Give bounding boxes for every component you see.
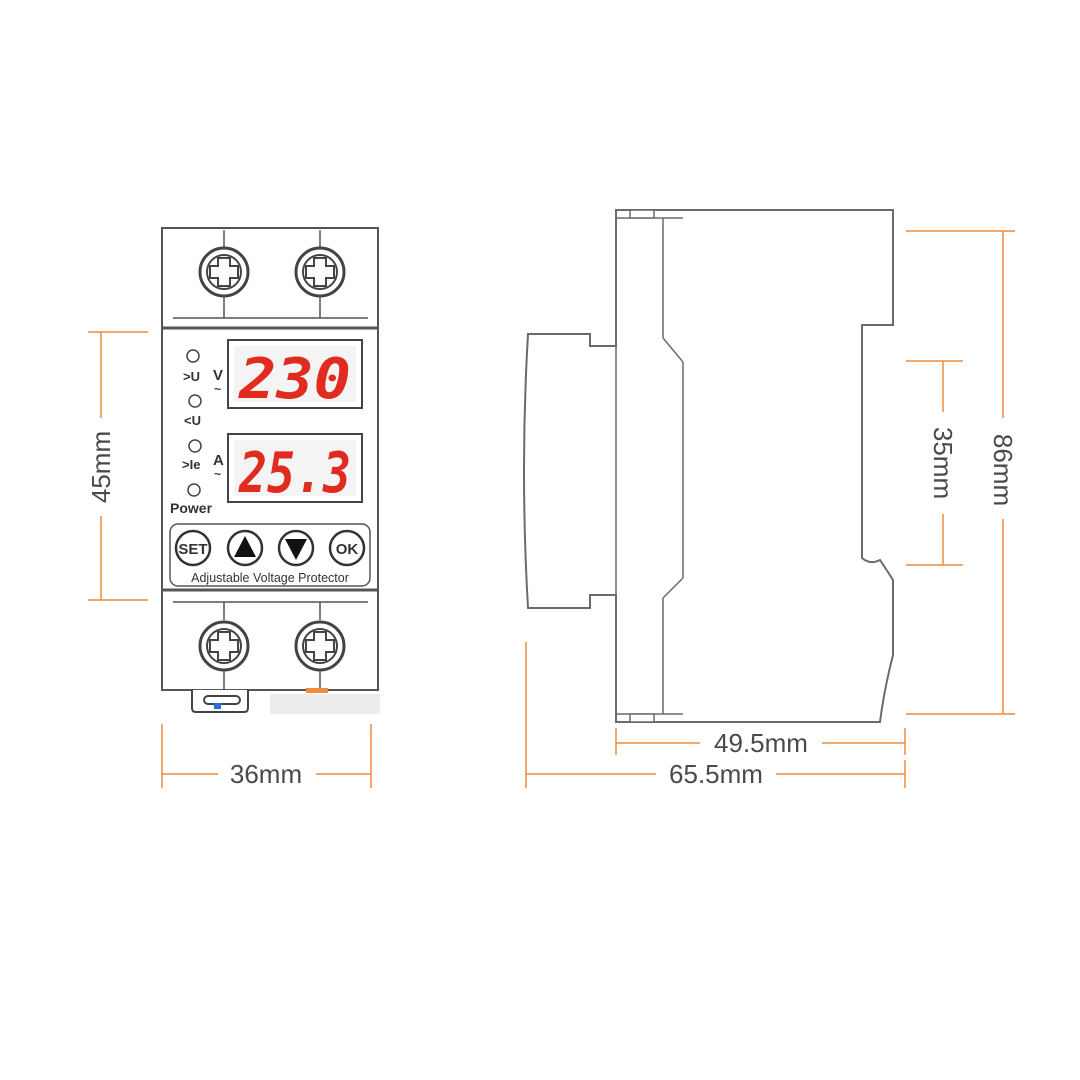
down-button[interactable] xyxy=(277,529,315,567)
current-value: 25.3 xyxy=(238,441,351,506)
rail-label: 35mm xyxy=(928,427,958,499)
body-depth-label: 49.5mm xyxy=(714,728,808,758)
current-display: 25.3 xyxy=(227,433,363,506)
over-current-led-icon xyxy=(188,439,202,453)
down-arrow-icon xyxy=(285,539,307,560)
bottom-right-screw-icon xyxy=(294,602,346,690)
product-label: Adjustable Voltage Protector xyxy=(191,571,349,585)
indicator-label: Power xyxy=(170,500,213,516)
front-view: >U <U >Ie Power V ~ A ~ 230 25.3 SET xyxy=(86,227,380,789)
body-depth-dimension: 49.5mm xyxy=(615,728,906,758)
ac-symbol-icon: ~ xyxy=(214,467,221,481)
indicator-label: >U xyxy=(183,369,200,384)
total-depth-dimension: 65.5mm xyxy=(525,642,906,789)
over-voltage-led-icon xyxy=(186,349,200,363)
under-voltage-led-icon xyxy=(188,394,202,408)
ok-button-label: OK xyxy=(336,541,359,558)
front-height-label: 45mm xyxy=(86,431,116,503)
ok-button[interactable]: OK xyxy=(328,529,366,567)
voltage-display: 230 xyxy=(227,339,363,412)
side-view: 35mm 86mm 49.5mm 65.5mm xyxy=(523,209,1018,789)
rail-dimension: 35mm xyxy=(906,360,963,566)
set-button-label: SET xyxy=(178,541,207,558)
indicator-label: <U xyxy=(184,413,201,428)
side-height-dimension: 86mm xyxy=(906,230,1018,715)
button-panel xyxy=(169,523,371,587)
top-left-screw-icon xyxy=(198,230,250,318)
side-profile-outline xyxy=(523,209,894,723)
current-unit: A xyxy=(213,452,224,469)
front-width-label: 36mm xyxy=(230,759,302,789)
front-width-dimension: 36mm xyxy=(161,724,372,789)
indicator-leds: >U <U >Ie Power xyxy=(170,349,213,516)
up-arrow-icon xyxy=(234,536,256,557)
set-button[interactable]: SET xyxy=(174,529,212,567)
voltage-unit: V xyxy=(213,367,223,384)
bottom-left-screw-icon xyxy=(198,602,250,690)
up-button[interactable] xyxy=(226,529,264,567)
top-right-screw-icon xyxy=(294,230,346,318)
indicator-label: >Ie xyxy=(182,457,200,472)
voltage-value: 230 xyxy=(238,347,351,412)
front-height-dimension: 45mm xyxy=(86,331,148,601)
din-clip-icon xyxy=(191,688,380,714)
side-height-label: 86mm xyxy=(988,434,1018,506)
power-led-icon xyxy=(187,483,201,497)
ac-symbol-icon: ~ xyxy=(214,382,221,396)
total-depth-label: 65.5mm xyxy=(669,759,763,789)
